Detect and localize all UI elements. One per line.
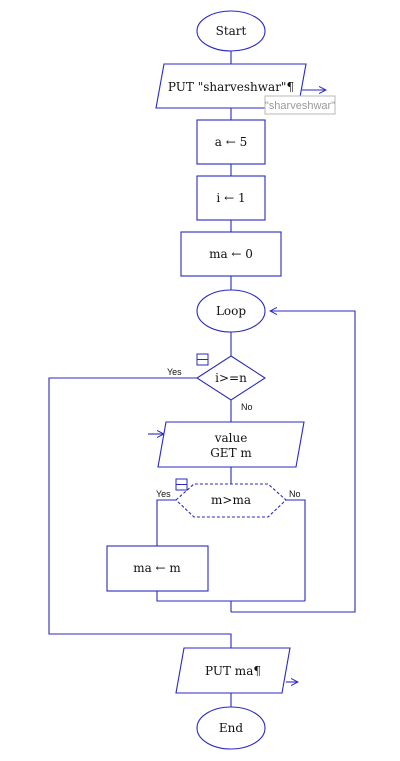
edge-assign-join (156, 591, 305, 602)
loop-no-label: No (241, 402, 253, 412)
assign-a-node[interactable]: a ← 5 (196, 119, 266, 165)
output-max-node[interactable]: PUT ma¶ (175, 647, 291, 694)
loop-condition-label: i>=n (215, 371, 247, 385)
assign-a-label: a ← 5 (215, 135, 247, 149)
loop-condition-node[interactable]: i>=n (195, 355, 267, 401)
assign-ma-node[interactable]: ma ← 0 (180, 231, 282, 277)
assign-ma-m-node[interactable]: ma ← m (106, 545, 209, 592)
assign-i-node[interactable]: i ← 1 (196, 175, 266, 221)
edge-max-yes (156, 499, 176, 546)
end-node[interactable]: End (196, 706, 266, 750)
loop-label: Loop (216, 304, 246, 318)
output-tooltip-text: "sharveshwar" (265, 100, 335, 112)
output-tooltip: "sharveshwar" (264, 95, 336, 115)
edge-loop-back (231, 311, 356, 613)
start-label: Start (216, 24, 247, 38)
end-label: End (219, 721, 243, 735)
assign-i-label: i ← 1 (216, 191, 245, 205)
assign-ma-m-label: ma ← m (133, 561, 181, 575)
output-name-label: PUT "sharveshwar"¶ (168, 80, 294, 94)
max-yes-label: Yes (156, 489, 171, 499)
assign-ma-label: ma ← 0 (209, 247, 253, 261)
max-no-label: No (289, 489, 301, 499)
edge-loop-exit (48, 377, 232, 648)
start-node[interactable]: Start (196, 10, 266, 52)
collapse-icon[interactable] (175, 478, 188, 491)
max-condition-label: m>ma (211, 493, 251, 507)
collapse-icon[interactable] (196, 353, 209, 366)
loop-node[interactable]: Loop (196, 289, 266, 333)
edge-max-no (286, 499, 306, 601)
max-condition-node[interactable]: m>ma (175, 483, 287, 518)
input-label-line2: GET m (210, 446, 252, 460)
input-label-line1: value (214, 431, 248, 445)
output-max-label: PUT ma¶ (205, 664, 261, 678)
loop-yes-label: Yes (167, 367, 182, 377)
input-node[interactable]: value GET m (157, 421, 305, 468)
